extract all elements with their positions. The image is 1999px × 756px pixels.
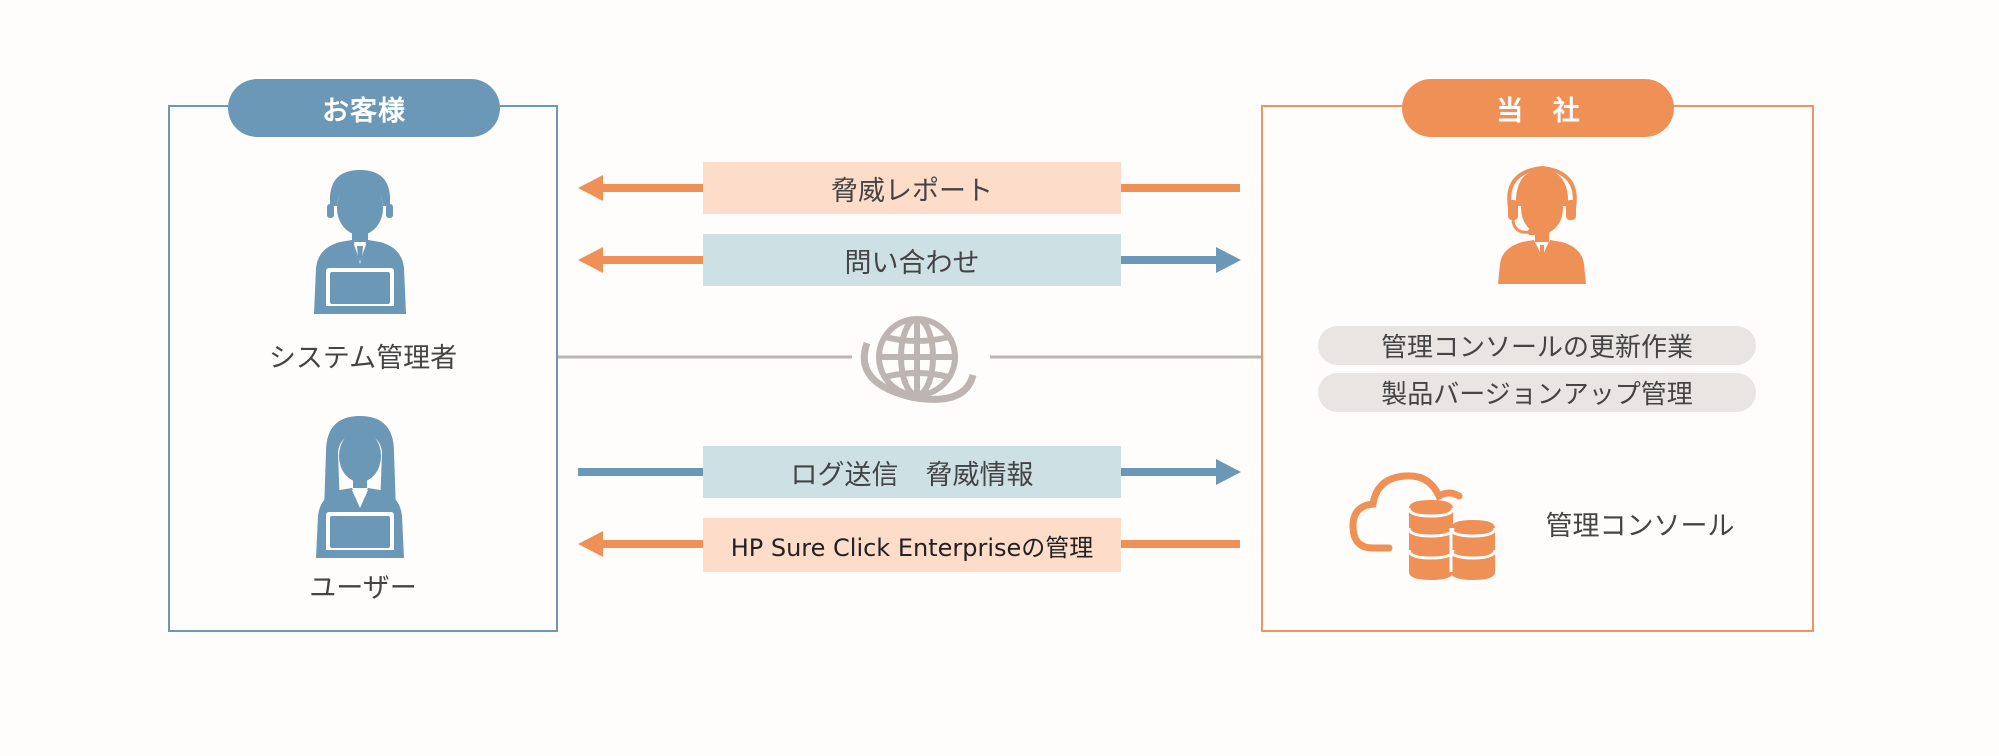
inquiry-message: 問い合わせ: [703, 234, 1121, 286]
threat-report-message: 脅威レポート: [703, 162, 1121, 214]
cloud-database-icon: [1349, 472, 1497, 580]
task-tag-version-management: 製品バージョンアップ管理: [1318, 373, 1756, 412]
console-label: 管理コンソール: [1545, 511, 1735, 542]
threat-report-arrowhead: [578, 175, 603, 201]
task-tag-console-update: 管理コンソールの更新作業: [1318, 326, 1756, 365]
customer-title: お客様: [228, 79, 500, 137]
management-message: HP Sure Click Enterpriseの管理: [703, 518, 1121, 572]
globe-icon: [860, 316, 977, 403]
headset-operator-icon: [1498, 165, 1586, 284]
inquiry-arrowhead-left: [578, 247, 603, 273]
businesswoman-laptop-icon: [316, 416, 404, 558]
management-arrowhead: [578, 531, 603, 557]
admin-label: システム管理者: [268, 343, 458, 374]
user-label: ユーザー: [309, 573, 417, 604]
log-arrowhead: [1216, 459, 1241, 485]
log-threat-message: ログ送信 脅威情報: [703, 446, 1121, 498]
company-title: 当 社: [1402, 79, 1674, 137]
inquiry-arrowhead-right: [1216, 247, 1241, 273]
businessman-laptop-icon: [314, 170, 406, 314]
